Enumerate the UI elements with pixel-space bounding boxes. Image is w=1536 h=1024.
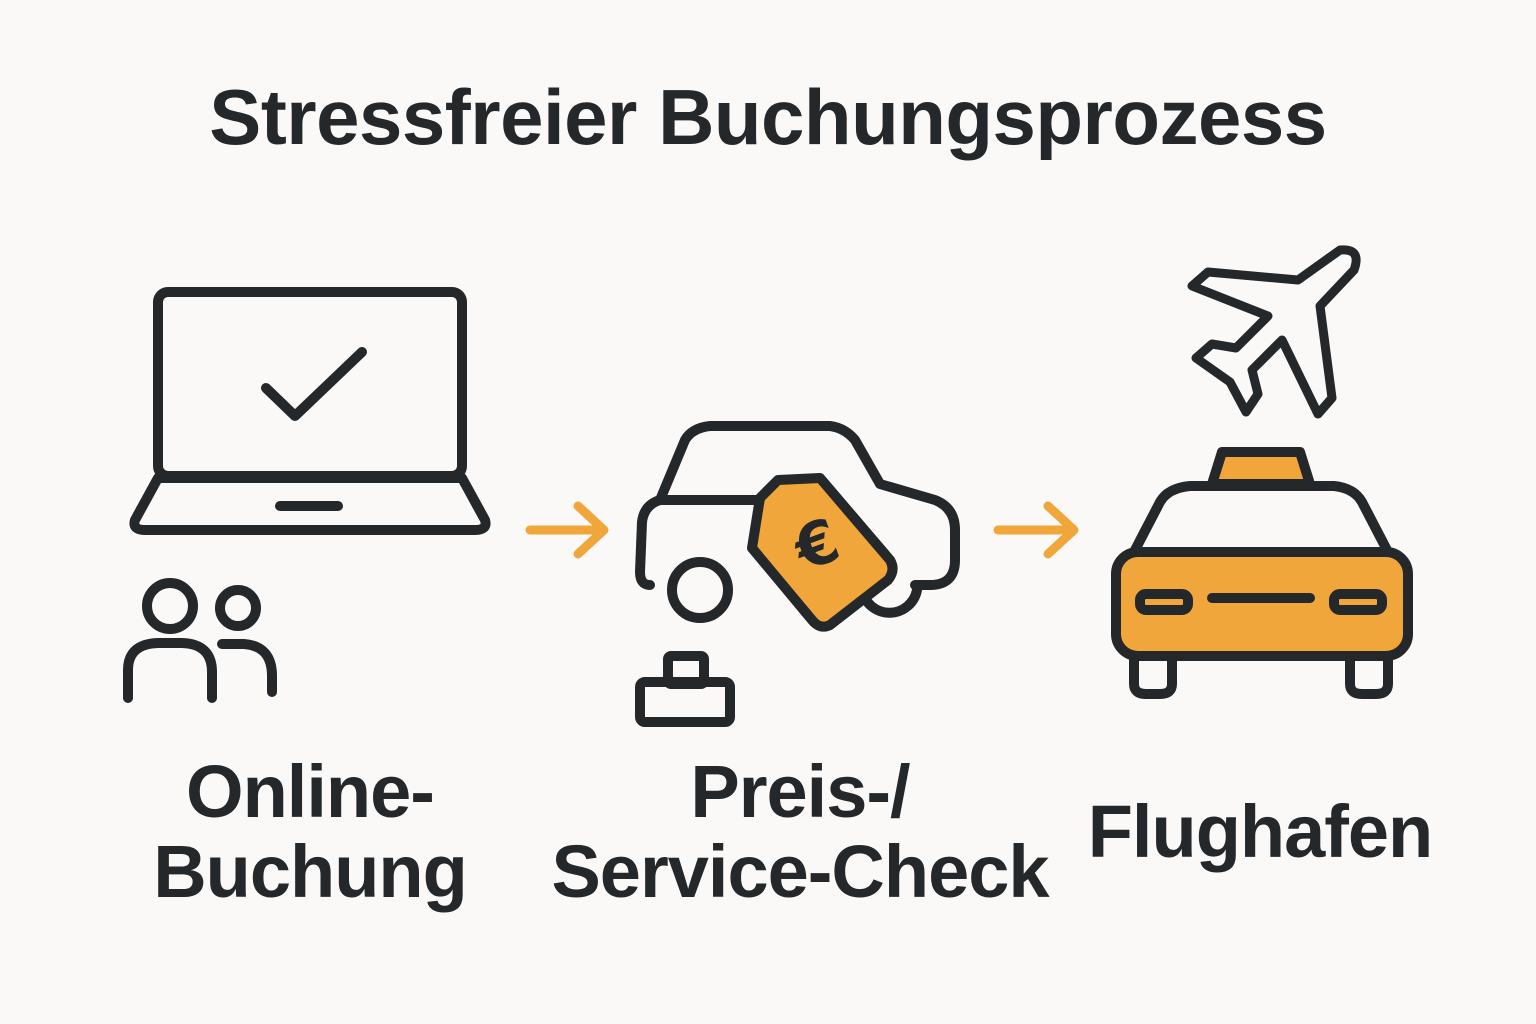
taxi-icon	[1111, 447, 1413, 699]
step-label-line1: Online-	[186, 750, 435, 833]
laptop-check-icon	[129, 287, 491, 535]
people-icon	[123, 578, 277, 703]
airplane-icon	[1187, 245, 1361, 419]
luggage-icon	[635, 651, 735, 727]
step-label-flughafen: Flughafen	[1070, 792, 1450, 872]
step-label-line1: Preis-/	[690, 750, 910, 833]
arrow-right-icon	[525, 501, 609, 559]
step-label-line1: Flughafen	[1087, 790, 1434, 873]
step-label-online-buchung: Online- Buchung	[120, 752, 500, 912]
arrow-right-icon	[993, 501, 1079, 559]
page-title: Stressfreier Buchungsprozess	[209, 73, 1327, 161]
step-label-line2: Buchung	[153, 830, 468, 913]
price-tag-icon: €	[747, 473, 898, 632]
step-label-preis-service-check: Preis-/ Service-Check	[530, 752, 1070, 912]
step-label-line2: Service-Check	[551, 830, 1049, 913]
